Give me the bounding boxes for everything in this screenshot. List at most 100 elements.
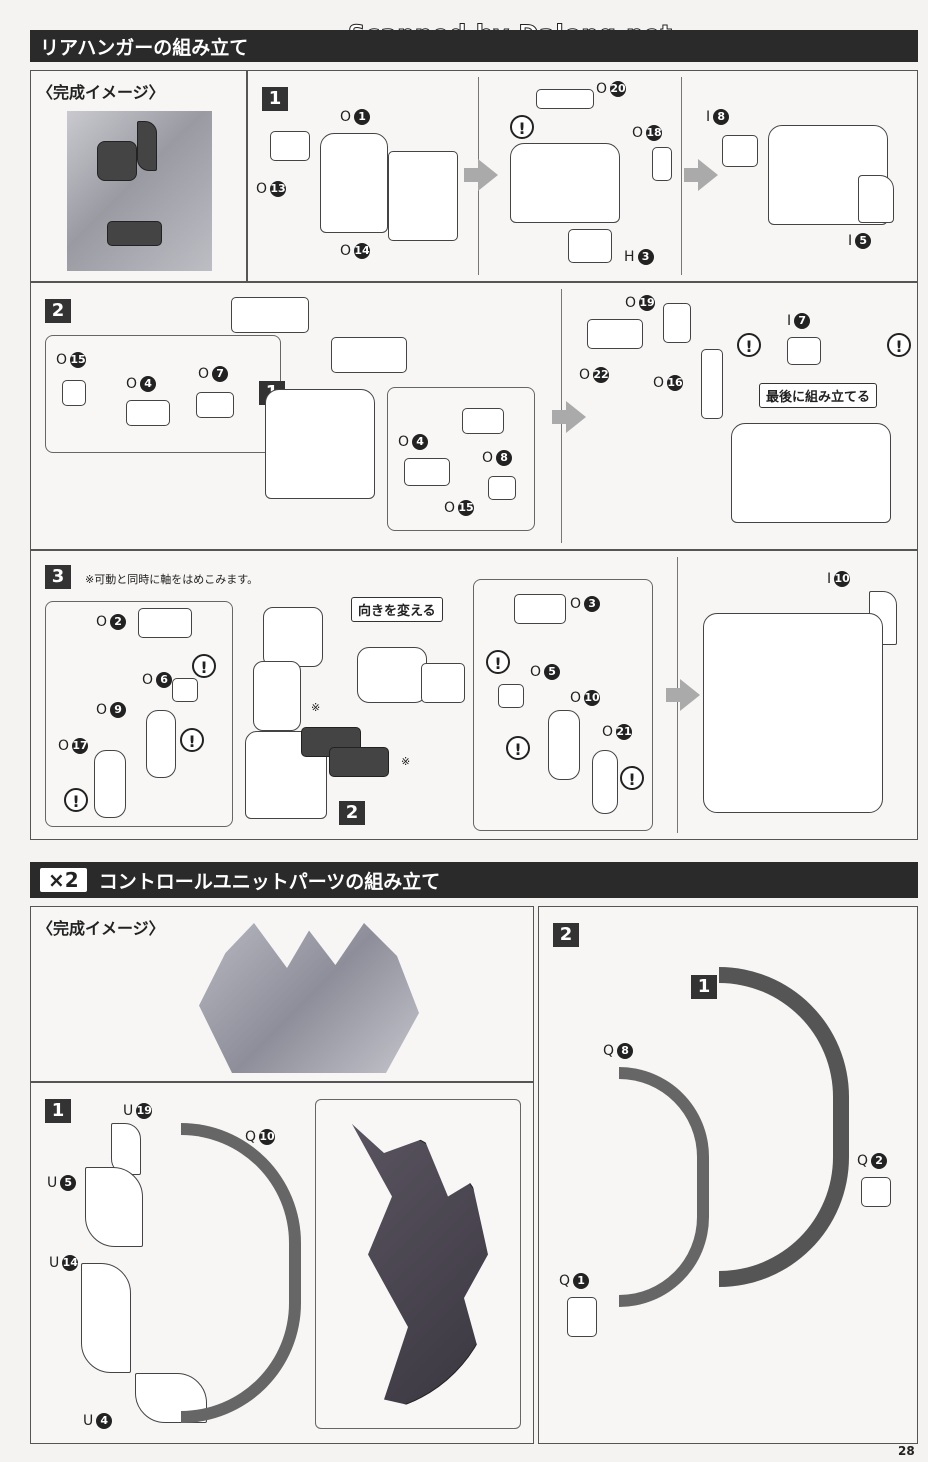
step-number: 2 [553,923,579,947]
note-mark: ※ [311,701,321,714]
detail-box [315,1099,521,1429]
callout-change-direction: 向きを変える [351,597,443,622]
next-arrow [666,688,680,702]
next-arrow [464,168,478,182]
arc-frame-part [619,1067,709,1307]
body-part [388,151,458,241]
hanger-joint-image [107,221,162,246]
warning-icon: ! [192,654,216,678]
completion-photo [199,923,419,1073]
warning-icon: ! [486,650,510,674]
step-number: 3 [45,565,71,589]
hook-part [270,131,310,161]
assembly-part [731,423,891,523]
warning-icon: ! [620,766,644,790]
step-number: 2 [45,299,71,323]
joint-part [663,303,691,343]
arm-part [592,750,618,814]
bar-part [536,89,594,109]
joint-part [488,476,516,500]
hinge-part [126,400,170,426]
hinge-part [331,337,407,373]
next-arrow [684,168,698,182]
step-number: 1 [45,1099,71,1123]
completion-photo [67,111,212,271]
frame-part [253,661,301,731]
peg-part [652,147,672,181]
cap-part [787,337,821,365]
cap-part [196,392,234,418]
section-title: コントロールユニットパーツの組み立て [98,870,441,893]
cap-part [861,1177,891,1207]
hanger-part-image [97,141,137,181]
inset-step-number: 2 [339,801,365,825]
hinge-part [514,594,566,624]
warning-icon: ! [887,333,911,357]
fin-part [858,175,894,223]
completion-panel: 〈完成イメージ〉 [30,70,247,282]
warning-icon: ! [64,788,88,812]
dark-joint-part [329,747,389,777]
joint-part [62,380,86,406]
joint-part [172,678,198,702]
body-part [320,133,388,233]
body-part [510,143,620,223]
next-arrow-head [478,159,498,191]
flame-frame-image [352,1124,488,1414]
leaf-part [85,1167,143,1247]
bracket-part [722,135,758,167]
step2-panel: 2 O15 O4 O7 1 O4 O8 O15 O19 O22 O16 I7 !… [30,282,918,550]
inset-step-number: 1 [691,975,717,999]
arm-part [146,710,176,778]
completion-label: 〈完成イメージ〉 [37,83,165,102]
cap-part [462,408,504,434]
step-note: ※可動と同時に軸をはめこみます。 [85,573,259,586]
plate-part [587,319,643,349]
next-arrow-head [698,159,718,191]
section-title: リアハンガーの組み立て [40,36,249,59]
multiplier-badge: ×2 [40,868,87,892]
assembly-part [703,613,883,813]
note-mark: ※ [401,755,411,768]
next-arrow [552,410,566,424]
arm-part [421,663,465,703]
hanger-blade-image [137,121,157,171]
assembly-part [265,389,375,499]
completion-panel: 〈完成イメージ〉 [30,906,534,1082]
